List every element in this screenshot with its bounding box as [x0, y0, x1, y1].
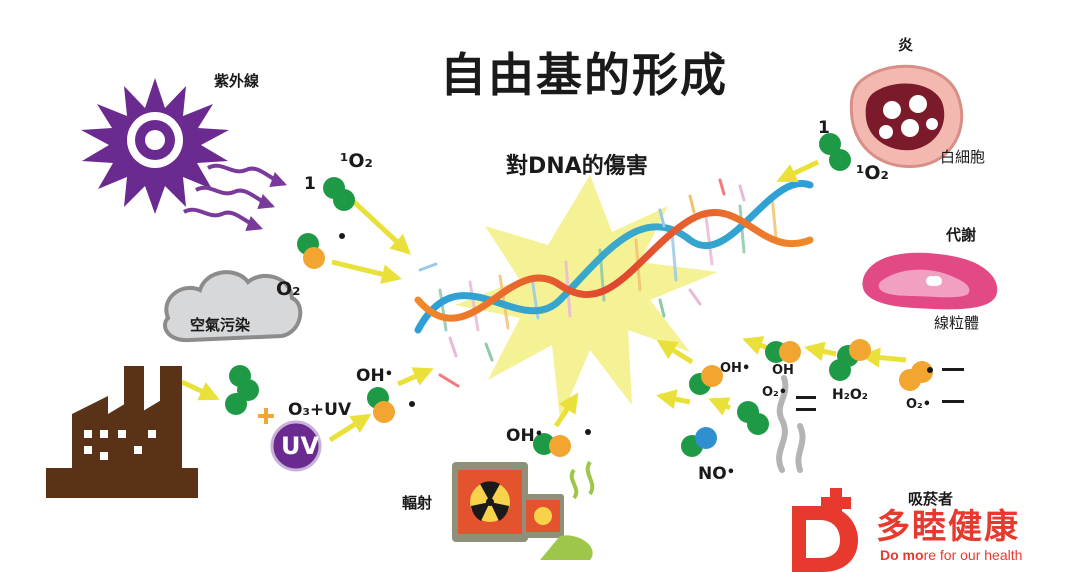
nitric-oxide-text: NO: [698, 464, 727, 484]
superoxide-b-dot: •: [922, 397, 932, 412]
molecules: [225, 133, 933, 457]
radioactive-barrel-icon: [452, 460, 595, 560]
hydroxyl-right-a-text: OH: [720, 361, 742, 376]
superoxide-b: O₂•: [906, 398, 931, 411]
uv-sun-icon: [81, 78, 229, 214]
hydroxyl-right-a: OH•: [720, 362, 750, 375]
uv-badge-circle: [270, 420, 322, 472]
superoxide-a: O₂•: [762, 386, 787, 399]
brand-slogan-rest: re for our health: [923, 547, 1023, 563]
brand-slogan: Do more for our health: [880, 548, 1022, 562]
hydroxyl-right-b: OH: [772, 363, 794, 378]
superoxide-b-text: O₂: [906, 397, 923, 412]
center-label: 對DNA的傷害: [506, 154, 648, 179]
nitric-oxide: NO•: [698, 466, 735, 483]
source-smoker-label: 吸菸者: [908, 490, 954, 508]
reaction-arrows: [180, 159, 907, 443]
hydroxyl-left-dot: •: [384, 367, 393, 382]
hydroxyl-right-a-dot: •: [741, 361, 751, 376]
singlet-number-right: 1: [818, 118, 830, 138]
source-uv-label: 紫外線: [214, 72, 260, 90]
hydroxyl-radiation-dot: •: [534, 427, 543, 442]
superoxide-a-text: O₂: [762, 385, 779, 400]
white-blood-cell-icon: [849, 64, 964, 169]
dna-helix-icon: [414, 178, 814, 388]
brand-logo-icon: [792, 488, 858, 572]
singlet-oxygen-right: ¹O₂: [856, 162, 889, 184]
source-metabolism-label: 代謝: [946, 226, 977, 244]
diagram-title: 自由基的形成: [440, 48, 728, 102]
brand-slogan-bold: Do mo: [880, 547, 924, 563]
source-radiation-label: 輻射: [402, 494, 433, 512]
cigarette-smoke-icon: [776, 375, 806, 473]
factory-icon: [46, 366, 198, 498]
source-mitochondria-label: 線粒體: [934, 314, 980, 332]
uv-rays-icon: [183, 163, 287, 231]
nitric-oxide-dot: •: [726, 465, 735, 480]
hydroxyl-radiation: OH•: [506, 428, 543, 445]
hydroxyl-left-text: OH: [356, 366, 385, 386]
hydroxyl-radiation-text: OH: [506, 426, 535, 446]
uv-badge-label: UV: [281, 432, 320, 460]
hydrogen-peroxide: H₂O₂: [832, 387, 868, 403]
source-inflammation-label: 炎: [898, 36, 914, 54]
hydroxyl-left: OH•: [356, 368, 393, 385]
ozone-uv-label: O₃+UV: [288, 400, 352, 420]
brand-name: 多睦健康: [876, 507, 1020, 547]
source-air-pollution-label: 空氣污染: [190, 316, 251, 334]
singlet-oxygen-top: ¹O₂: [340, 150, 373, 172]
radical-markers: [339, 233, 964, 435]
source-white-cell-label: 白細胞: [940, 148, 986, 166]
singlet-number-top: 1: [304, 174, 316, 194]
mitochondria-icon: [862, 252, 998, 310]
oxygen-left: O₂: [276, 278, 301, 300]
superoxide-a-dot: •: [778, 385, 788, 400]
plus-icon: [258, 408, 274, 424]
smog-cloud-icon: [162, 270, 303, 343]
